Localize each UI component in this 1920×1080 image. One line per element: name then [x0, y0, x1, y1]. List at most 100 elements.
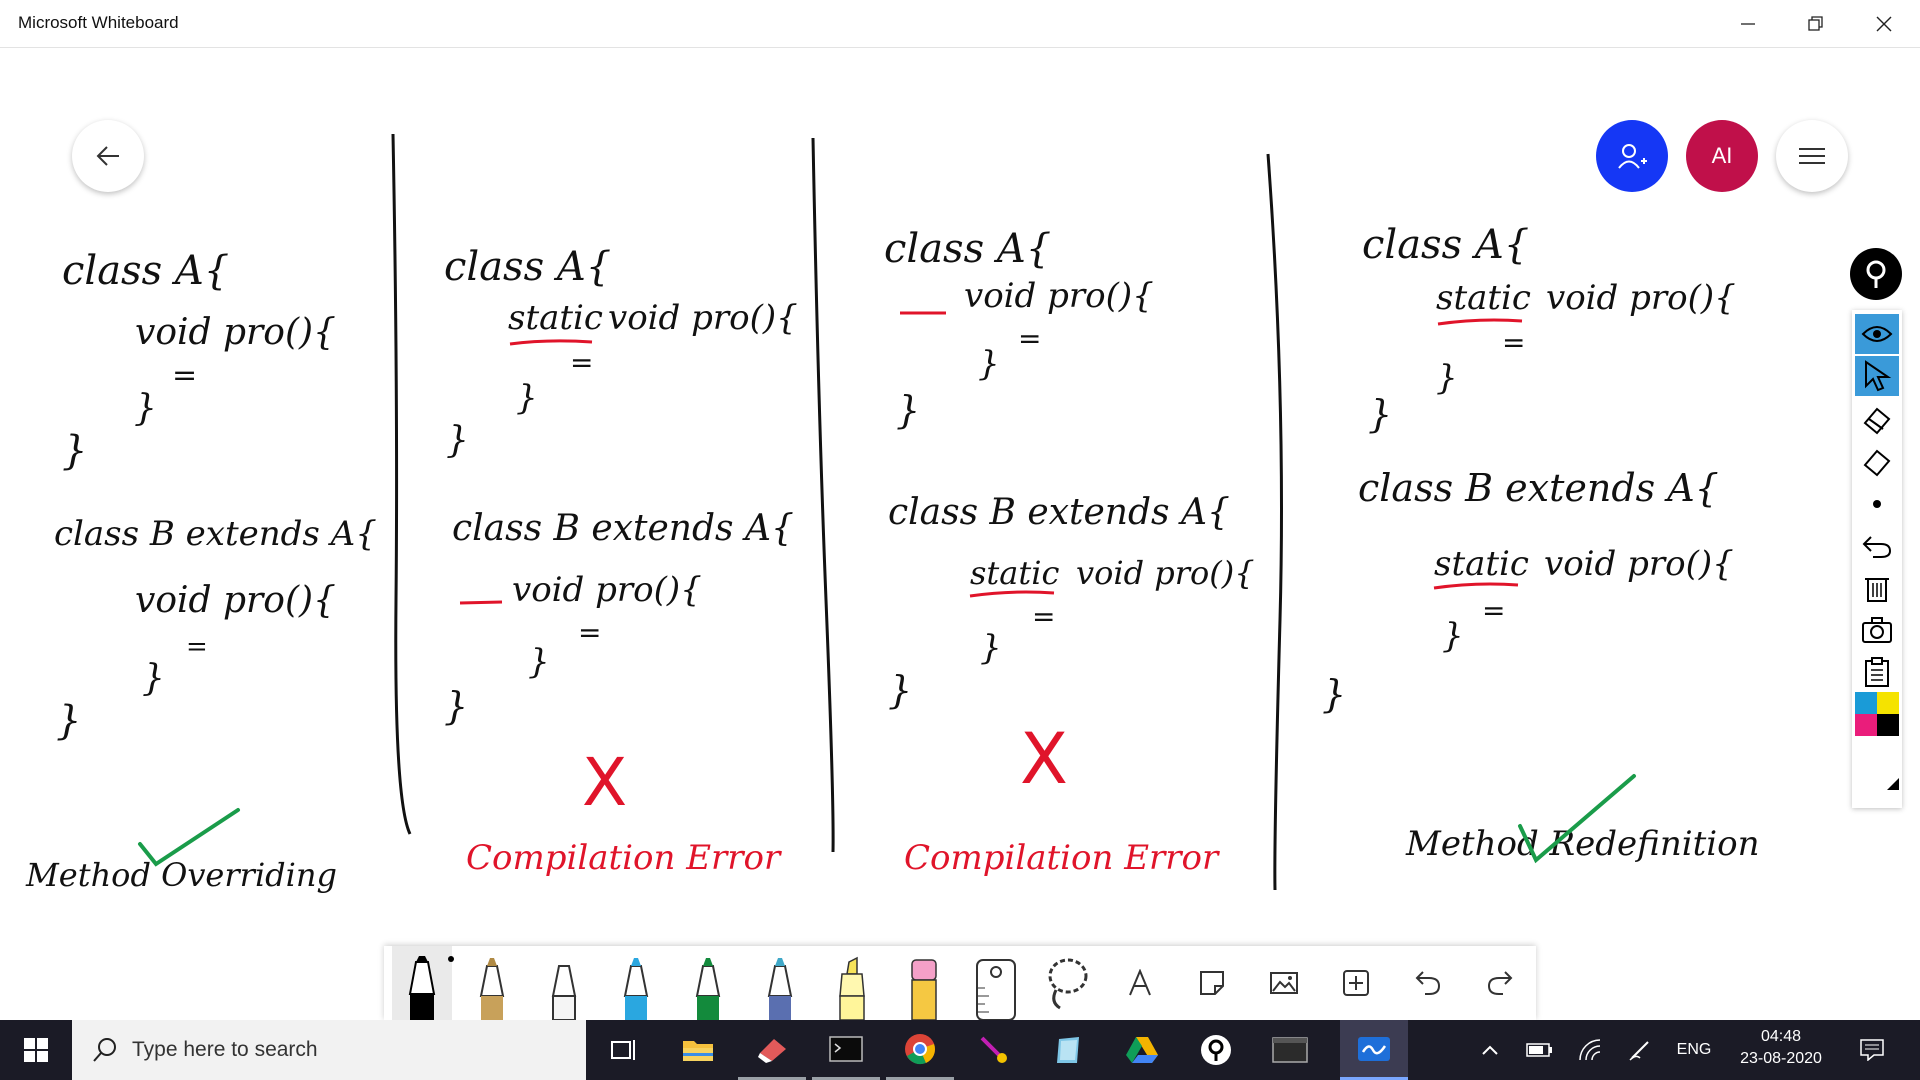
redo-button[interactable] [1470, 946, 1530, 1020]
panel3-classA-body: = [1018, 322, 1042, 355]
google-drive-button[interactable] [1108, 1020, 1176, 1080]
eraser-icon [1863, 407, 1891, 435]
panel4-classB-method: void pro(){ [1544, 544, 1734, 584]
insert-button[interactable] [1326, 946, 1386, 1020]
expand-corner[interactable] [1855, 764, 1899, 804]
restore-button[interactable] [1782, 0, 1850, 48]
whiteboard-canvas[interactable]: class A{ void pro(){ = } } class B exten… [0, 48, 1920, 1020]
view-mode-button[interactable] [1855, 314, 1899, 354]
minimize-button[interactable] [1714, 0, 1782, 48]
panel4-classA-static: static [1436, 278, 1531, 318]
hamburger-icon [1799, 148, 1825, 164]
pen-galaxy[interactable] [750, 946, 810, 1020]
note-tool[interactable] [1182, 946, 1242, 1020]
pen-blue[interactable] [606, 946, 666, 1020]
panel1-classA-close-method: } [134, 388, 157, 429]
google-drive-icon [1126, 1037, 1158, 1063]
pen-black[interactable] [392, 946, 454, 1020]
pin-button[interactable] [1850, 248, 1902, 300]
whiteboard-app-button[interactable] [1340, 1020, 1408, 1080]
image-tool[interactable] [1254, 946, 1314, 1020]
undo-icon [1415, 971, 1441, 995]
terminal-icon [829, 1035, 863, 1062]
pin-icon [1866, 260, 1886, 288]
missing-static-dash [459, 600, 503, 605]
file-explorer-button[interactable] [664, 1020, 732, 1080]
terminal-button[interactable] [812, 1020, 880, 1080]
panel3-classA-close-method: } [978, 344, 1000, 384]
panel4-classA-close-method: } [1436, 358, 1458, 398]
panel1-classA-method: void pro(){ [135, 312, 336, 353]
panel3-classB-close-method: } [980, 628, 1002, 668]
panel2-classB-method: void pro(){ [512, 570, 702, 610]
search-icon [93, 1038, 116, 1062]
task-view-button[interactable] [590, 1020, 658, 1080]
notification-icon [1860, 1039, 1884, 1061]
pen-green[interactable] [678, 946, 738, 1020]
language-indicator[interactable]: ENG [1676, 1041, 1712, 1058]
close-button[interactable] [1850, 0, 1918, 48]
clock-date: 23-08-2020 [1740, 1050, 1822, 1067]
divider-line-1 [391, 133, 412, 835]
select-button[interactable] [1855, 356, 1899, 396]
panel1-classB-close-method: } [142, 658, 165, 699]
notepad-app-button[interactable] [1034, 1020, 1102, 1080]
undo-side-button[interactable] [1855, 526, 1899, 566]
text-tool[interactable] [1110, 946, 1170, 1020]
stroke-size-dot[interactable] [1855, 484, 1899, 524]
paint-app-button[interactable] [960, 1020, 1028, 1080]
notebook-icon [1057, 1037, 1079, 1063]
notifications-button[interactable] [1848, 1020, 1896, 1080]
pen-white[interactable] [534, 946, 594, 1020]
panel3-classA-header: class A{ [884, 226, 1052, 272]
folder-icon [683, 1041, 713, 1061]
lasso-tool[interactable] [1038, 946, 1098, 1020]
panel4-classA-close: } [1368, 392, 1393, 436]
avatar[interactable]: AI [1686, 120, 1758, 192]
clipboard-button[interactable] [1855, 652, 1899, 692]
pen-gold[interactable] [462, 946, 522, 1020]
invite-button[interactable] [1596, 120, 1668, 192]
taskbar-search[interactable]: Type here to search [72, 1020, 586, 1080]
static-underline [1433, 582, 1519, 590]
redo-icon [1487, 971, 1513, 995]
chrome-button[interactable] [886, 1020, 954, 1080]
divider-line-2 [811, 137, 835, 853]
color-palette-button[interactable] [1855, 692, 1899, 736]
show-hidden-icons-button[interactable] [1470, 1020, 1510, 1080]
window-title: Microsoft Whiteboard [18, 13, 179, 32]
eraser-app-button[interactable] [738, 1020, 806, 1080]
panel4-classB-body: = [1482, 594, 1506, 627]
battery-button[interactable] [1518, 1020, 1562, 1080]
missing-static-dash [900, 311, 946, 315]
eraser-icon [911, 959, 937, 1020]
highlighter-yellow[interactable] [822, 946, 882, 1020]
eraser-button[interactable] [1855, 442, 1899, 482]
back-button[interactable] [72, 120, 144, 192]
pen-app-button[interactable] [1182, 1020, 1250, 1080]
clock[interactable]: 04:48 23-08-2020 [1722, 1020, 1840, 1080]
panel4-classA-body: = [1502, 326, 1526, 359]
whiteboard-icon [1358, 1036, 1390, 1061]
ruler-tool[interactable] [966, 946, 1026, 1020]
mysql-app-button[interactable] [1256, 1020, 1324, 1080]
battery-icon [1526, 1043, 1552, 1057]
undo-button[interactable] [1398, 946, 1458, 1020]
panel2-classA-close: } [446, 420, 469, 461]
start-button[interactable] [2, 1020, 70, 1080]
menu-button[interactable] [1776, 120, 1848, 192]
search-placeholder: Type here to search [132, 1038, 318, 1061]
delete-button[interactable] [1855, 568, 1899, 608]
camera-button[interactable] [1855, 610, 1899, 650]
panel2-classB-close: } [444, 684, 469, 728]
wifi-button[interactable] [1568, 1020, 1612, 1080]
panel2-classA-header: class A{ [444, 244, 612, 290]
text-icon [1129, 969, 1151, 996]
inking-toolbar [384, 946, 1536, 1020]
static-underline [1437, 318, 1523, 326]
pen-workspace-button[interactable] [1618, 1020, 1662, 1080]
panel3-classB-method: void pro(){ [1076, 554, 1255, 592]
eraser-tool[interactable] [894, 946, 954, 1020]
stroke-eraser-button[interactable] [1855, 400, 1899, 440]
panel4-classA-method: void pro(){ [1546, 278, 1736, 318]
